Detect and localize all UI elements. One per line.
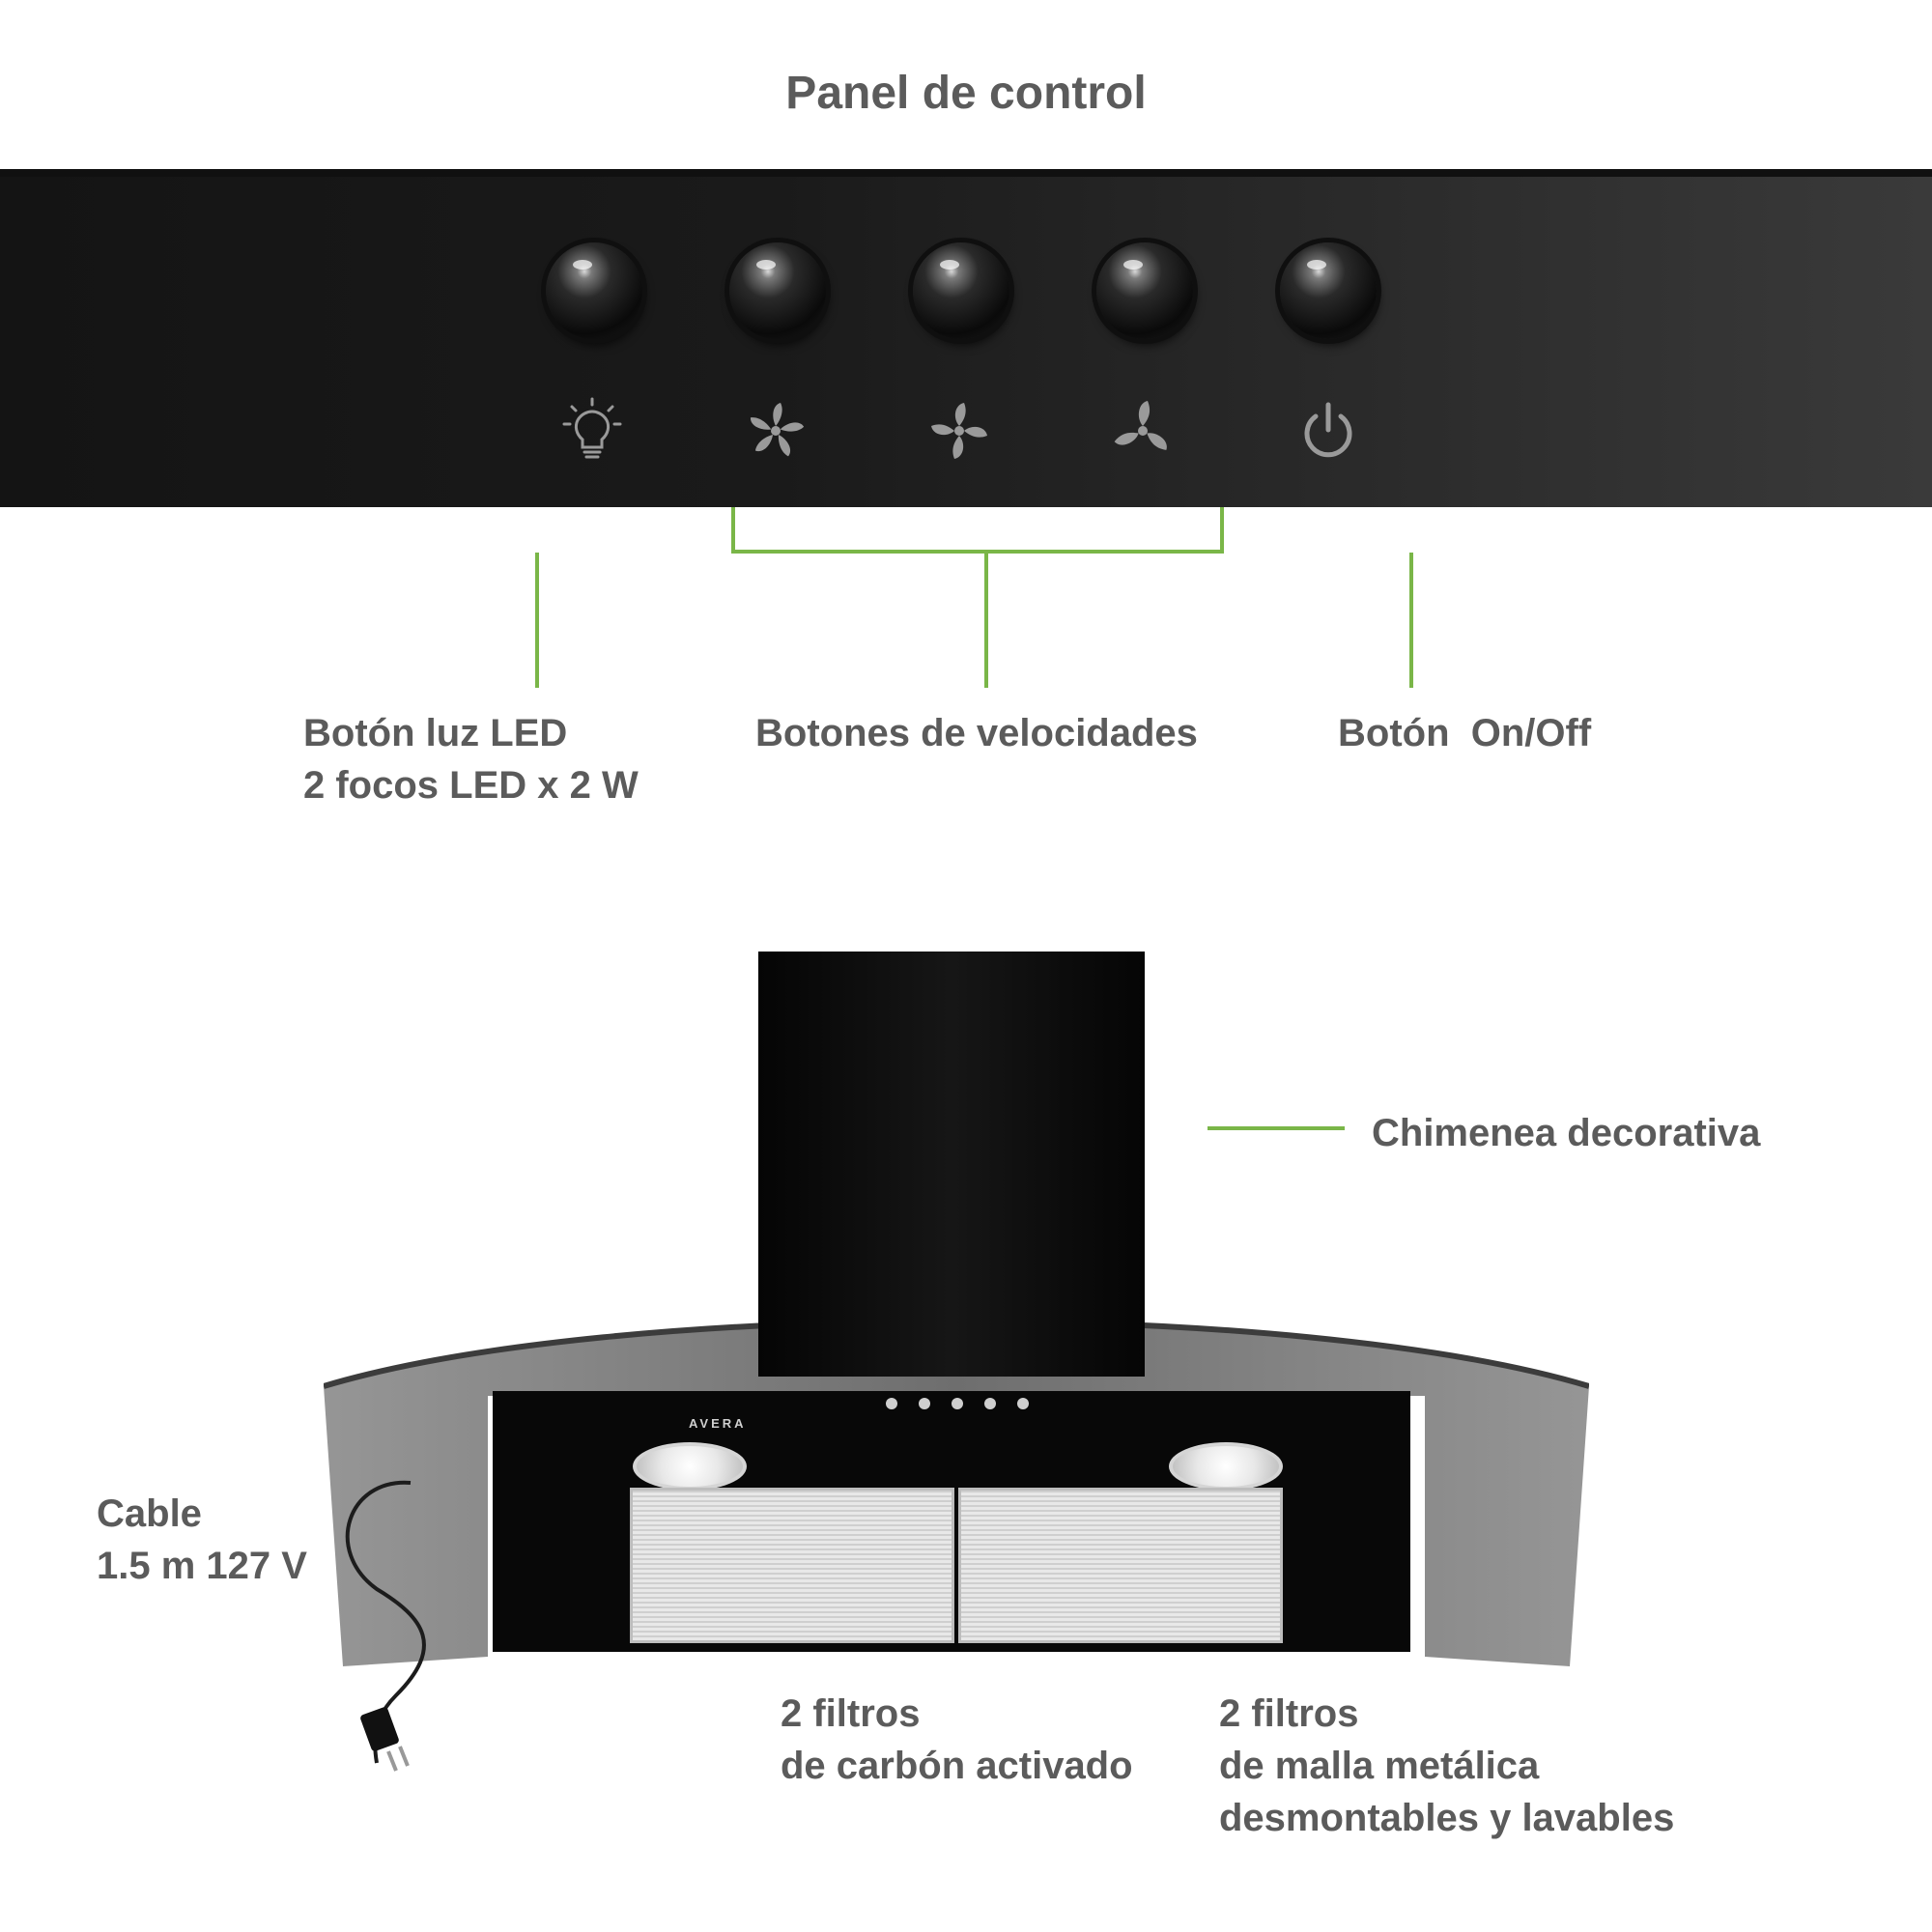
mini-knob-4 bbox=[984, 1398, 996, 1409]
speed-3-knob bbox=[1096, 242, 1193, 339]
led-callout-line bbox=[535, 553, 539, 688]
carbon-filter-label: 2 filtros de carbón activado bbox=[781, 1688, 1133, 1792]
speeds-bracket-left bbox=[731, 507, 735, 554]
mesh-label-line2: de malla metálica bbox=[1219, 1745, 1540, 1787]
speeds-bracket-bottom bbox=[731, 550, 1224, 554]
speed-2-knob bbox=[913, 242, 1009, 339]
right-filter bbox=[958, 1488, 1283, 1643]
led-label-line1: Botón luz LED bbox=[303, 712, 568, 754]
cable-label-line1: Cable bbox=[97, 1492, 202, 1535]
left-filter bbox=[630, 1488, 954, 1643]
brand-logo: AVERA bbox=[689, 1416, 747, 1431]
mini-knob-2 bbox=[919, 1398, 930, 1409]
onoff-callout-line bbox=[1409, 553, 1413, 688]
fan-speed-3-icon bbox=[1114, 401, 1167, 450]
cable-label: Cable 1.5 m 127 V bbox=[97, 1488, 307, 1592]
onoff-label: Botón On/Off bbox=[1338, 712, 1592, 754]
power-icon bbox=[1304, 402, 1352, 458]
power-cable bbox=[345, 1480, 426, 1772]
mini-knob-1 bbox=[886, 1398, 897, 1409]
led-label-line2: 2 focos LED x 2 W bbox=[303, 764, 639, 807]
left-led-lamp bbox=[633, 1442, 747, 1491]
led-knob bbox=[546, 242, 642, 339]
chimney-callout-line bbox=[1208, 1126, 1345, 1130]
carbon-label-line2: de carbón activado bbox=[781, 1745, 1133, 1787]
lightbulb-icon bbox=[562, 397, 622, 459]
mini-knob-3 bbox=[952, 1398, 963, 1409]
mesh-label-line3: desmontables y lavables bbox=[1219, 1797, 1675, 1839]
speed-1-knob bbox=[729, 242, 826, 339]
carbon-label-line1: 2 filtros bbox=[781, 1692, 921, 1735]
chimney-label: Chimenea decorativa bbox=[1372, 1112, 1761, 1154]
cable-label-line2: 1.5 m 127 V bbox=[97, 1545, 307, 1587]
mesh-filter-label: 2 filtros de malla metálica desmontables… bbox=[1219, 1688, 1674, 1844]
right-led-lamp bbox=[1169, 1442, 1283, 1491]
page-title: Panel de control bbox=[785, 68, 1147, 119]
speeds-bracket-right bbox=[1220, 507, 1224, 554]
mesh-label-line1: 2 filtros bbox=[1219, 1692, 1359, 1735]
fan-speed-1-icon bbox=[750, 403, 805, 457]
mini-knob-5 bbox=[1017, 1398, 1029, 1409]
power-knob bbox=[1280, 242, 1377, 339]
speeds-callout-line bbox=[984, 553, 988, 688]
control-panel-photo bbox=[0, 169, 1932, 507]
led-label: Botón luz LED 2 focos LED x 2 W bbox=[303, 707, 639, 811]
fan-speed-2-icon bbox=[931, 403, 987, 459]
decorative-chimney bbox=[758, 952, 1145, 1377]
speeds-label: Botones de velocidades bbox=[755, 712, 1198, 754]
